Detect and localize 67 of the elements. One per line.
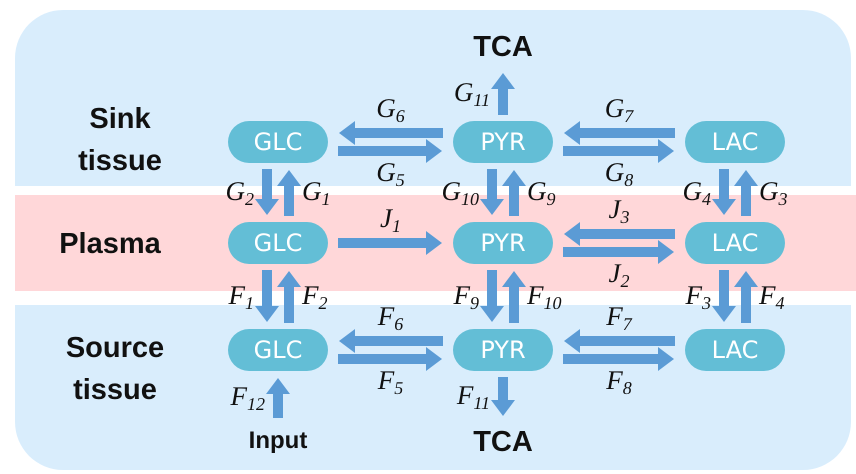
arrow	[266, 378, 290, 418]
arrow	[480, 270, 504, 322]
pathway-label: TCA	[468, 423, 538, 461]
arrow	[277, 271, 301, 323]
arrow	[255, 169, 279, 215]
arrow	[563, 347, 674, 371]
edge-label: F$_{11}$	[456, 382, 490, 412]
edge-label: G$_{10}$	[442, 178, 479, 208]
edge-label: G$_{2}$	[226, 178, 254, 208]
edge-label: G$_{5}$	[376, 159, 405, 189]
metabolite-pill: LAC	[685, 121, 785, 163]
band-label: Sink tissue	[77, 102, 163, 180]
arrow	[338, 347, 442, 371]
arrow	[712, 169, 736, 215]
edge-label: G$_{1}$	[302, 178, 330, 208]
arrow	[564, 222, 675, 246]
arrow	[338, 231, 442, 255]
edge-label: F$_{1}$	[228, 282, 254, 312]
edge-label: F$_{12}$	[230, 382, 265, 412]
pathway-label: Input	[236, 424, 320, 458]
arrow	[564, 121, 675, 145]
arrow	[734, 271, 758, 323]
edge-label: G$_{7}$	[604, 95, 634, 125]
arrow	[339, 121, 443, 145]
arrow	[563, 240, 674, 264]
arrow	[734, 170, 758, 216]
edge-label: F$_{7}$	[606, 303, 632, 333]
arrow	[502, 170, 526, 216]
edge-label: G$_{3}$	[759, 178, 788, 208]
pathway-label: TCA	[468, 28, 538, 66]
arrow	[277, 170, 301, 216]
edge-label: F$_{8}$	[606, 367, 632, 397]
edge-label: J$_{2}$	[608, 260, 630, 290]
edge-label: J$_{1}$	[380, 205, 401, 235]
arrow	[480, 169, 504, 215]
metabolite-pill: PYR	[453, 121, 553, 163]
edge-label: G$_{11}$	[454, 78, 490, 108]
arrow	[491, 73, 515, 115]
edge-label: G$_{6}$	[376, 95, 405, 125]
edge-label: F$_{6}$	[378, 303, 404, 333]
metabolite-pill: GLC	[228, 222, 328, 264]
arrow	[564, 329, 675, 353]
arrow	[563, 139, 674, 163]
edge-label: F$_{5}$	[378, 367, 404, 397]
metabolite-pill: PYR	[453, 329, 553, 371]
edge-label: J$_{3}$	[608, 196, 630, 226]
arrow	[712, 270, 736, 322]
edge-label: G$_{8}$	[604, 159, 634, 189]
edge-label: F$_{2}$	[302, 282, 328, 312]
edge-label: F$_{9}$	[454, 282, 479, 312]
metabolite-pill: GLC	[228, 121, 328, 163]
edge-label: F$_{10}$	[527, 282, 562, 312]
band-label: Source tissue	[64, 331, 166, 408]
edge-label: G$_{4}$	[682, 178, 711, 208]
metabolite-pill: LAC	[685, 329, 785, 371]
arrow	[491, 377, 515, 416]
arrow	[255, 270, 279, 322]
edge-label: F$_{4}$	[759, 282, 784, 312]
edge-label: F$_{3}$	[686, 282, 711, 312]
arrow	[502, 271, 526, 323]
band-label: Plasma	[58, 227, 162, 262]
arrow	[339, 329, 443, 353]
metabolite-pill: GLC	[228, 329, 328, 371]
metabolite-pill: LAC	[685, 222, 785, 264]
metabolite-pill: PYR	[453, 222, 553, 264]
arrow	[338, 139, 442, 163]
edge-label: G$_{9}$	[527, 178, 556, 208]
